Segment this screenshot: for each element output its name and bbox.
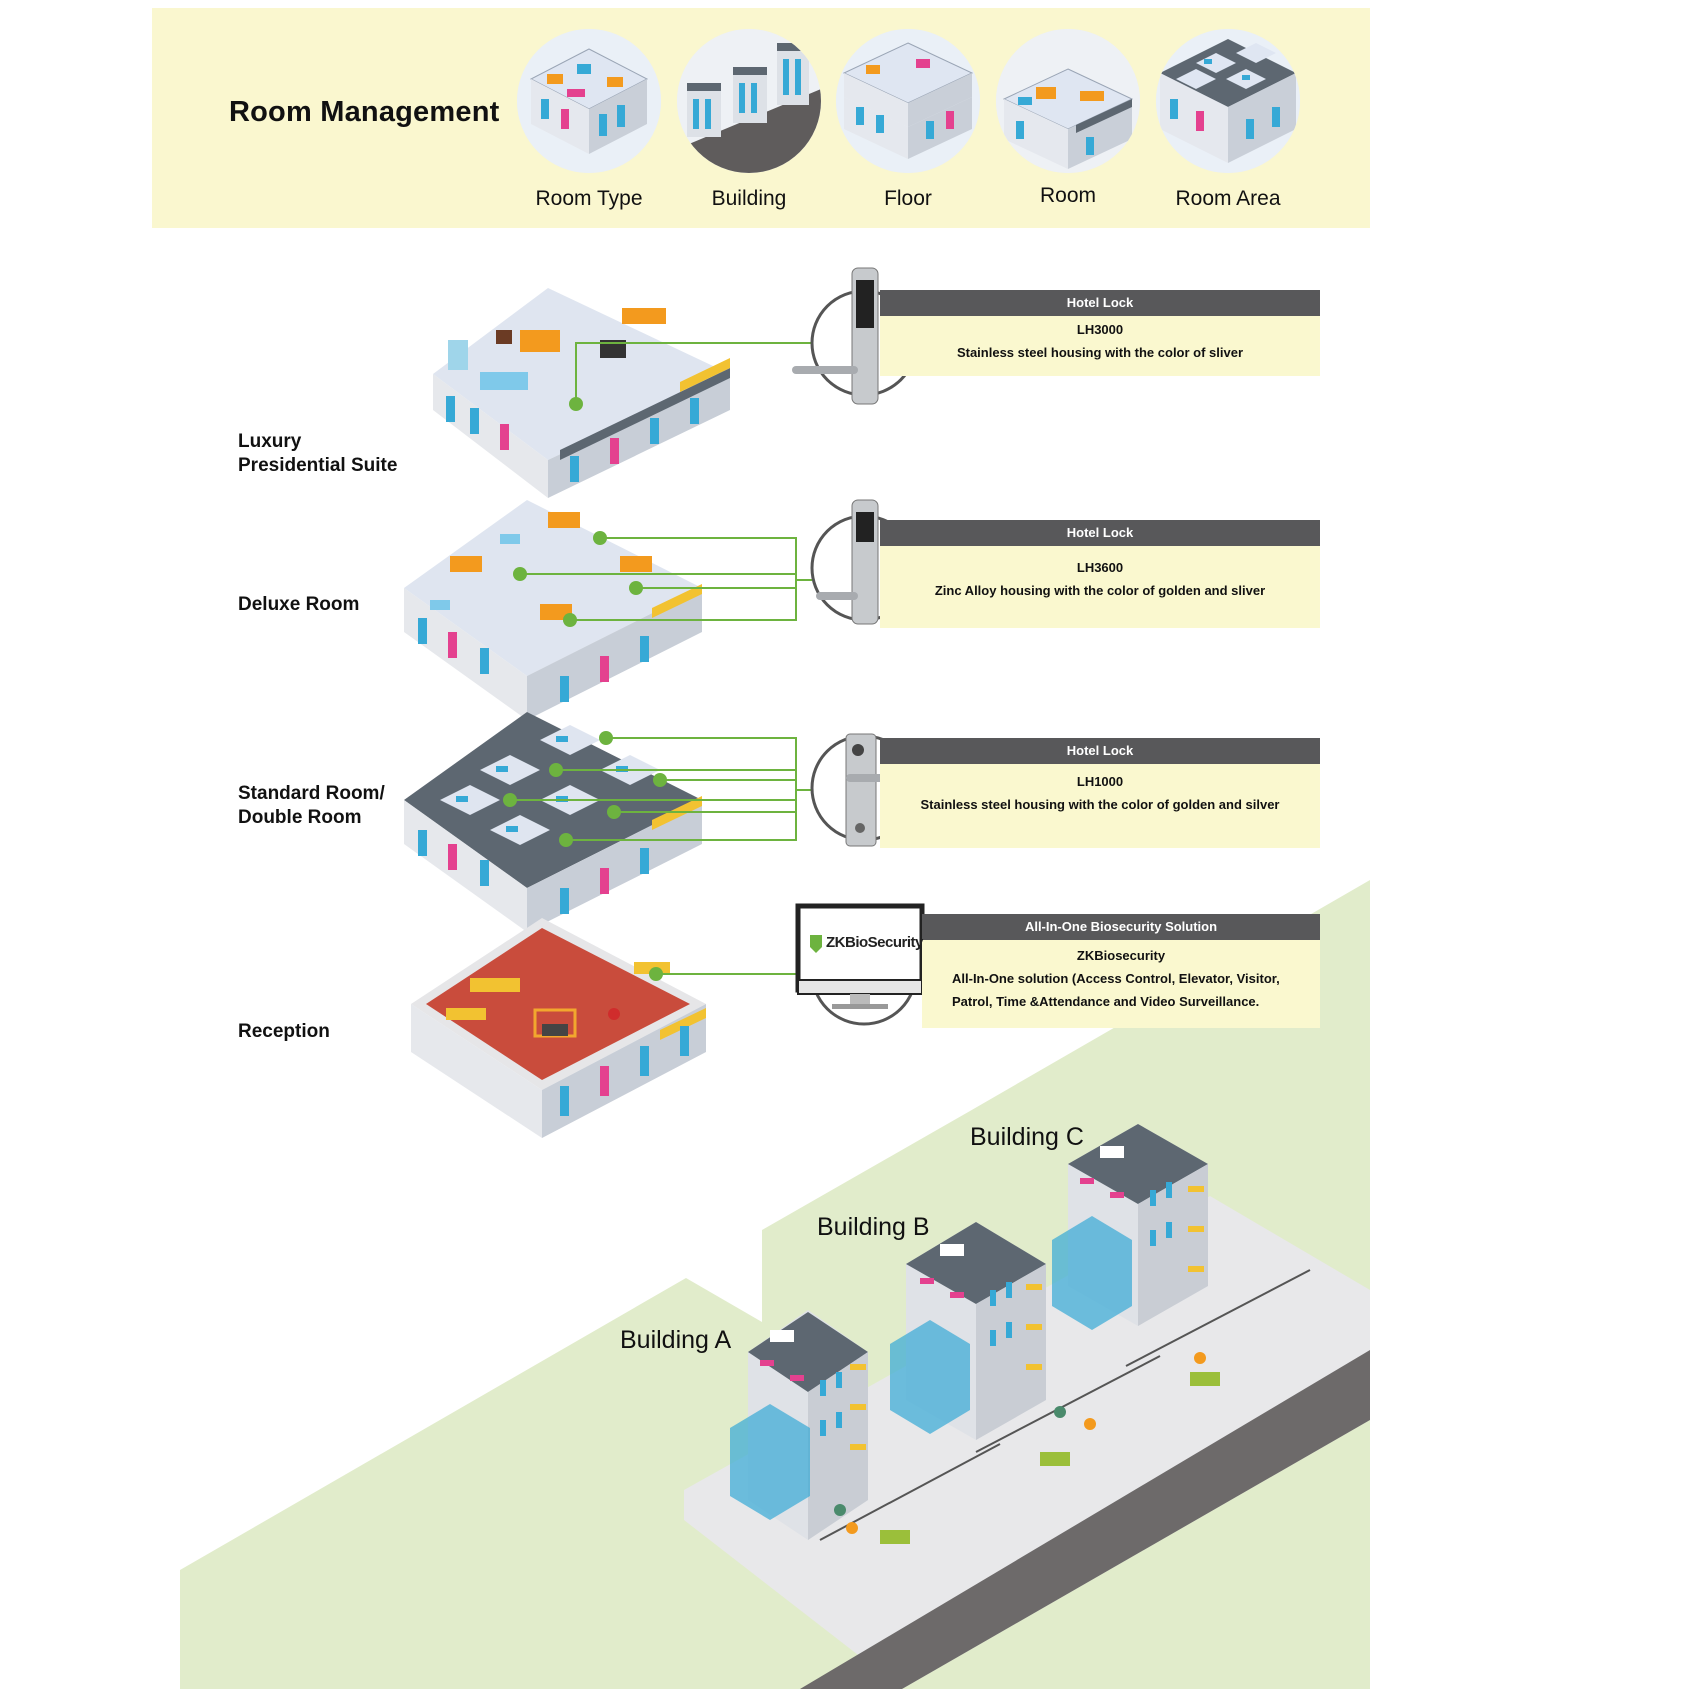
panel-lh3600: Hotel Lock LH3600 Zinc Alloy housing wit… (880, 520, 1320, 628)
panel-header: Hotel Lock (880, 738, 1320, 764)
panel-body: ZKBiosecurity All-In-One solution (Acces… (922, 940, 1320, 1028)
building-b-label: Building B (817, 1213, 930, 1241)
site-plaza (684, 1196, 1370, 1689)
building-c-label: Building C (970, 1123, 1084, 1151)
floor-label-luxury: Luxury Presidential Suite (238, 430, 397, 478)
panel-model: LH1000 (1076, 774, 1124, 789)
monitor-logo: ZKBioSecurity (826, 934, 923, 951)
floor-standard (404, 712, 702, 932)
building-c-graphic (1052, 1124, 1208, 1330)
panel-body: LH3000 Stainless steel housing with the … (880, 316, 1320, 376)
floor-label-standard: Standard Room/ Double Room (238, 782, 385, 830)
floor-reception (411, 918, 706, 1138)
road (800, 1350, 1370, 1689)
banner-label-room-type: Room Type (535, 187, 643, 210)
panel-model: LH3600 (1076, 560, 1124, 575)
floor-label-reception: Reception (238, 1020, 330, 1044)
building-icon (677, 29, 821, 173)
floor-label-line: Deluxe Room (238, 594, 360, 615)
site-details (819, 1269, 1311, 1544)
panel-description: Stainless steel housing with the color o… (920, 797, 1280, 812)
floor-label-line: Presidential Suite (238, 455, 398, 476)
building-a-label: Building A (620, 1326, 732, 1354)
connector-nodes (503, 397, 667, 981)
floor-label-line: Reception (238, 1021, 330, 1042)
floor-deluxe (404, 500, 702, 720)
panel-model: LH3000 (1076, 322, 1124, 337)
panel-description: Stainless steel housing with the color o… (956, 345, 1244, 360)
panel-body: LH1000 Stainless steel housing with the … (880, 764, 1320, 848)
banner-label-room-area: Room Area (1175, 187, 1281, 210)
panel-lh1000: Hotel Lock LH1000 Stainless steel housin… (880, 738, 1320, 848)
panel-description: All-In-One solution (Access Control, Ele… (952, 971, 1280, 986)
monitor-image (795, 903, 925, 1026)
panel-body: LH3600 Zinc Alloy housing with the color… (880, 546, 1320, 628)
floor-label-line: Standard Room/ (238, 783, 385, 804)
panel-header: Hotel Lock (880, 290, 1320, 316)
building-b-graphic (890, 1222, 1046, 1440)
room-type-icon (517, 29, 661, 173)
banner-label-floor: Floor (884, 187, 932, 210)
banner-label-building: Building (711, 187, 787, 210)
panel-header: Hotel Lock (880, 520, 1320, 546)
banner-title: Room Management (229, 96, 500, 128)
room-area-icon (1156, 29, 1300, 173)
panel-model: ZKBiosecurity (1076, 948, 1166, 963)
floor-label-line: Luxury (238, 431, 302, 452)
banner-label-room: Room (1039, 184, 1097, 207)
panel-header: All-In-One Biosecurity Solution (922, 914, 1320, 940)
building-a-graphic (730, 1310, 868, 1540)
room-icon (996, 29, 1140, 173)
floor-luxury-suite (433, 288, 730, 498)
panel-lh3000: Hotel Lock LH3000 Stainless steel housin… (880, 290, 1320, 376)
panel-description: Patrol, Time &Attendance and Video Surve… (952, 994, 1260, 1009)
floor-icon (836, 29, 980, 173)
floor-label-deluxe: Deluxe Room (238, 593, 359, 617)
connector-lines (510, 342, 812, 975)
panel-description: Zinc Alloy housing with the color of gol… (934, 583, 1266, 598)
panel-zkbiosecurity: All-In-One Biosecurity Solution ZKBiosec… (922, 914, 1320, 1028)
floor-label-line: Double Room (238, 807, 362, 828)
